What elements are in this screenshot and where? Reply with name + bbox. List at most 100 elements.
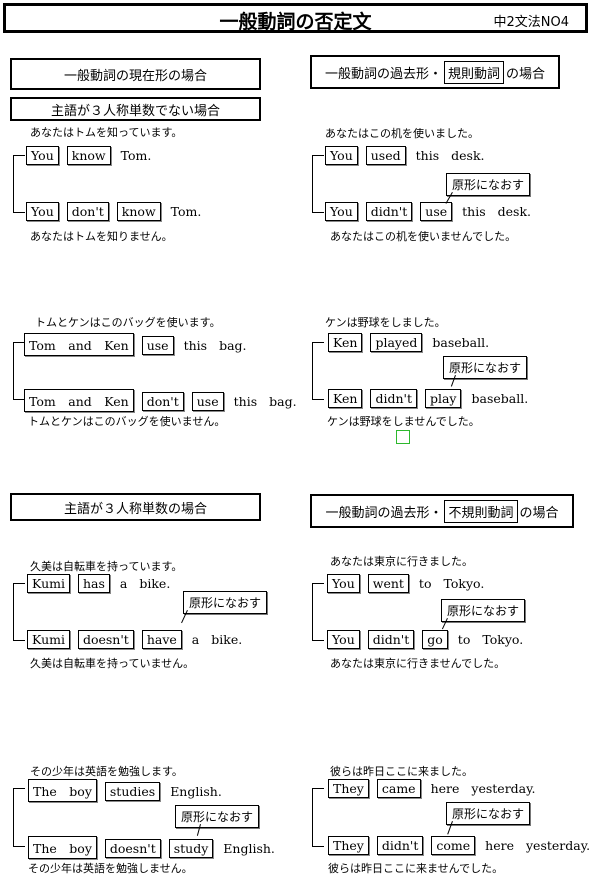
- section-past-regular-boxed: 規則動詞: [443, 60, 504, 84]
- section-past-irregular-suffix: の場合: [519, 505, 559, 521]
- page-subtitle: 中2文法NO4: [493, 15, 570, 30]
- ex3-neg-word: bag.: [269, 394, 297, 409]
- ex8-base-form-note: 原形になおす: [446, 802, 531, 825]
- ex8-pos-word: They: [328, 779, 369, 798]
- ex1-neg-word: Tom.: [170, 204, 202, 219]
- section-present-label: 一般動詞の現在形の場合: [63, 68, 207, 84]
- ex4-pos-word: Ken: [328, 333, 363, 352]
- ex1-neg-word: don't: [66, 202, 109, 221]
- ex3-pos-word: this: [183, 338, 208, 353]
- section-past-irregular: 一般動詞の過去形・不規則動詞 の場合: [310, 494, 574, 528]
- ex1-bracket: [13, 155, 25, 213]
- ex2-neg-word: use: [420, 202, 453, 221]
- ex5-neg-word: a: [191, 632, 200, 647]
- ex6-neg-word: Tokyo.: [482, 632, 524, 647]
- ex8-positive-sentence: They came here yesterday.: [328, 779, 546, 798]
- ex8-neg-word: here: [485, 838, 514, 853]
- ex5-pos-word: Kumi: [27, 574, 70, 593]
- ex5-bracket: [13, 583, 25, 641]
- ex4-neg-word: didn't: [370, 389, 417, 408]
- worksheet-header: 一般動詞の否定文 中2文法NO4: [3, 3, 588, 33]
- ex4-pos-word: played: [370, 333, 423, 352]
- section-past-regular-prefix: 一般動詞の過去形・: [324, 66, 442, 82]
- section-past-irregular-prefix: 一般動詞の過去形・: [325, 505, 443, 521]
- ex4-base-form-note: 原形になおす: [443, 356, 528, 379]
- ex4-bracket: [312, 342, 324, 400]
- ex6-bracket: [312, 583, 324, 641]
- ex4-pos-word: baseball.: [432, 335, 490, 350]
- ex4-neg-word: play: [424, 389, 462, 408]
- ex8-neg-word: didn't: [376, 836, 424, 855]
- ex4-neg-word: Ken: [328, 389, 363, 408]
- section-not-third-person: 主語が３人称単数でない場合: [10, 97, 261, 121]
- section-past-regular: 一般動詞の過去形・規則動詞 の場合: [310, 55, 560, 89]
- section-present: 一般動詞の現在形の場合: [10, 58, 261, 90]
- ex3-neg-word: use: [191, 392, 224, 411]
- ex8-jp-top: 彼らは昨日ここに来ました。: [330, 765, 473, 778]
- ex8-pos-word: here: [430, 781, 460, 796]
- section-past-regular-suffix: の場合: [506, 66, 546, 82]
- page-title: 一般動詞の否定文: [219, 11, 372, 33]
- ex7-bracket: [13, 788, 25, 847]
- ex1-pos-word: You: [26, 146, 59, 165]
- ex6-pos-word: to: [418, 576, 432, 591]
- ex5-neg-word: doesn't: [77, 630, 134, 649]
- section-third-person: 主語が３人称単数の場合: [10, 493, 261, 521]
- ex6-base-form-note: 原形になおす: [441, 599, 526, 622]
- ex7-neg-word: The boy: [28, 836, 97, 859]
- ex6-pos-word: went: [367, 574, 409, 593]
- ex3-bracket: [13, 342, 25, 400]
- ex1-pos-word: Tom.: [120, 148, 152, 163]
- ex4-jp-bottom: ケンは野球をしませんでした。: [327, 415, 480, 428]
- ex7-base-form-note: 原形になおす: [175, 805, 260, 828]
- ex3-pos-word: Tom and Ken: [24, 333, 134, 356]
- ex5-pos-word: has: [77, 574, 110, 593]
- ex2-pos-word: this: [415, 148, 440, 163]
- ex5-jp-top: 久美は自転車を持っています。: [30, 560, 183, 573]
- ex3-neg-word: this: [233, 394, 258, 409]
- ex4-positive-sentence: Ken played baseball.: [328, 333, 499, 352]
- section-not-third-label: 主語が３人称単数でない場合: [50, 103, 220, 119]
- ex6-pos-word: You: [327, 574, 360, 593]
- ex5-neg-word: Kumi: [27, 630, 70, 649]
- ex7-jp-bottom: その少年は英語を勉強しません。: [28, 862, 193, 875]
- ex1-neg-word: know: [116, 202, 161, 221]
- ex3-neg-word: Tom and Ken: [24, 389, 134, 412]
- ex6-jp-bottom: あなたは東京に行きませんでした。: [330, 657, 506, 670]
- ex7-pos-word: studies: [104, 782, 161, 801]
- ex5-pos-word: a: [119, 576, 128, 591]
- ex2-bracket: [312, 155, 324, 213]
- ex2-neg-word: didn't: [365, 202, 413, 221]
- ex2-neg-word: this: [462, 204, 486, 219]
- ex3-pos-word: bag.: [219, 338, 247, 353]
- green-square-marker: [396, 430, 410, 444]
- ex6-jp-top: あなたは東京に行きました。: [330, 555, 473, 568]
- ex4-jp-top: ケンは野球をしました。: [325, 316, 446, 329]
- ex1-pos-word: know: [66, 146, 111, 165]
- ex7-pos-word: The boy: [28, 779, 97, 802]
- ex1-jp-bottom: あなたはトムを知りません。: [30, 230, 173, 243]
- ex3-neg-word: don't: [141, 392, 184, 411]
- ex7-neg-word: English.: [223, 841, 275, 856]
- ex2-pos-word: You: [325, 146, 358, 165]
- section-third-label: 主語が３人称単数の場合: [63, 501, 207, 517]
- ex3-jp-top: トムとケンはこのバッグを使います。: [35, 316, 221, 329]
- ex5-base-form-note: 原形になおす: [183, 591, 268, 614]
- ex2-neg-word: desk.: [497, 204, 532, 219]
- ex1-jp-top: あなたはトムを知っています。: [30, 126, 183, 139]
- ex8-pos-word: yesterday.: [471, 781, 536, 796]
- ex7-jp-top: その少年は英語を勉強します。: [30, 765, 183, 778]
- ex8-pos-word: came: [376, 779, 421, 798]
- ex2-pos-word: used: [365, 146, 406, 165]
